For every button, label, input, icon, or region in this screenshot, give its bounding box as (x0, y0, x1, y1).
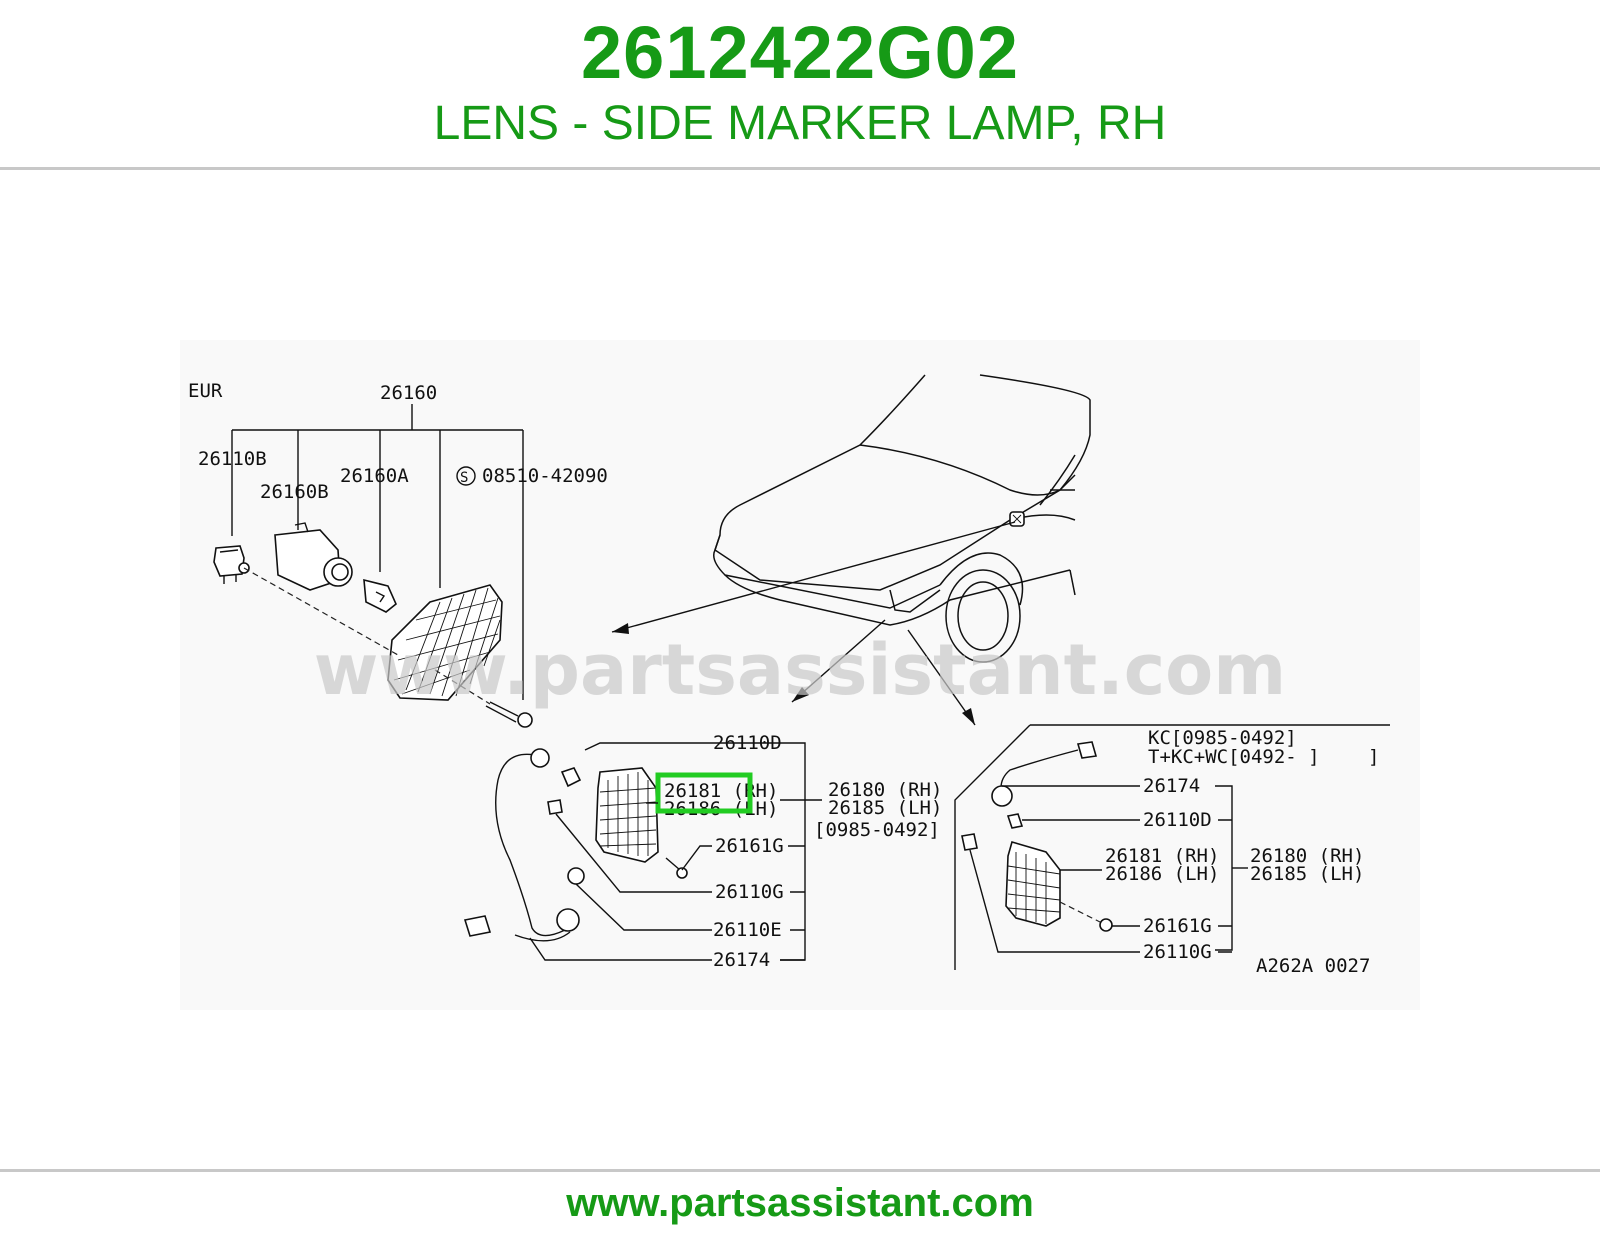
screw-symbol-circle (456, 466, 476, 486)
leader-center-26161g (681, 845, 805, 871)
arrow-head-eur (612, 623, 629, 634)
label-center-26161g: 26161G (715, 835, 784, 857)
page-header: 2612422G02 LENS - SIDE MARKER LAMP, RH (0, 0, 1600, 170)
label-center-26110d: 26110D (713, 732, 782, 754)
arrow-head-right (962, 708, 975, 725)
center-clip-26110g (547, 799, 563, 815)
parts-diagram: EUR 26160 26110B 26160B 26160A S 08510-4… (180, 340, 1420, 1010)
label-right-bracket-end: ] (1368, 746, 1379, 768)
right-socket-26110d (1006, 813, 1024, 829)
right-group: KC[0985-0492] T+KC+WC[0492- ] ] 26174 26… (954, 724, 1390, 977)
label-08510-42090: 08510-42090 (482, 465, 608, 487)
eur-socket-26110b (213, 545, 250, 584)
label-right-applicability-1: KC[0985-0492] (1148, 727, 1297, 749)
label-right-26185-lh: 26185 (LH) (1250, 863, 1364, 885)
label-center-26110g: 26110G (715, 881, 784, 903)
car-side-marker-lamp (1009, 511, 1025, 527)
label-center-26110e: 26110E (713, 919, 782, 941)
arrow-to-right-lamp (907, 629, 976, 726)
eur-lamp-lens (387, 584, 503, 701)
center-harness-26174 (463, 748, 580, 942)
label-center-26174: 26174 (713, 949, 770, 971)
label-right-26110g: 26110G (1143, 941, 1212, 963)
right-clip-26110g (961, 833, 978, 851)
leader-center-26110e (575, 883, 805, 931)
callout-arrows (611, 521, 1016, 726)
eur-screw-axis (434, 669, 491, 705)
label-right-26181-rh: 26181 (RH) (1105, 845, 1219, 867)
figure-code: A262A 0027 (1256, 955, 1370, 977)
part-number-title: 2612422G02 (581, 11, 1019, 94)
right-frame-line (954, 724, 1031, 970)
center-group: 26110D 26181 (RH) 26186 (LH) 26180 (RH) … (463, 732, 942, 971)
highlight-selected-part[interactable] (655, 772, 753, 814)
label-center-26185-lh: 26185 (LH) (828, 797, 942, 819)
parts-diagram-svg: EUR 26160 26110B 26160B 26160A S 08510-4… (180, 340, 1420, 1010)
right-lamp-lens (1005, 841, 1061, 927)
center-socket-26110d (560, 767, 585, 885)
center-lamp-lens (595, 767, 659, 863)
label-center-26180-rh: 26180 (RH) (828, 779, 942, 801)
center-screw-26161g (665, 857, 688, 879)
label-26160b: 26160B (260, 481, 329, 503)
leader-right-26110g (969, 849, 1232, 953)
eur-screw-08510-42090 (485, 701, 533, 728)
arrow-to-eur-lamp (611, 521, 1016, 633)
leader-center-26174 (529, 937, 805, 961)
label-right-applicability-2: T+KC+WC[0492- ] (1148, 746, 1320, 768)
label-26160: 26160 (380, 382, 437, 404)
label-right-26161g: 26161G (1143, 915, 1212, 937)
label-right-26186-lh: 26186 (LH) (1105, 863, 1219, 885)
footer-website-link[interactable]: www.partsassistant.com (566, 1181, 1034, 1225)
label-right-26174: 26174 (1143, 775, 1200, 797)
header-divider (0, 167, 1600, 170)
label-26160a: 26160A (340, 465, 409, 487)
label-26110b: 26110B (198, 448, 267, 470)
eur-bulb-holder-26160b (274, 522, 353, 591)
screw-symbol: S (460, 470, 468, 486)
leader-center-26110g (555, 813, 805, 893)
right-harness-26174 (991, 741, 1098, 807)
eur-group: EUR 26160 26110B 26160B 26160A S 08510-4… (188, 380, 608, 728)
eur-bulb-26160a (363, 578, 397, 613)
car-illustration (713, 374, 1091, 663)
label-center-date-range: [0985-0492] (814, 819, 940, 841)
footer-divider (0, 1169, 1600, 1172)
diagram-watermark: www.partsassistant.com (314, 629, 1286, 711)
label-right-26110d: 26110D (1143, 809, 1212, 831)
right-screw-26161g (1059, 901, 1113, 932)
region-label: EUR (188, 380, 223, 402)
arrow-to-center-lamp (791, 619, 886, 703)
eur-bracket-lines (231, 404, 524, 700)
part-name-subtitle: LENS - SIDE MARKER LAMP, RH (433, 97, 1167, 150)
arrow-head-center (792, 687, 809, 702)
label-right-26180-rh: 26180 (RH) (1250, 845, 1364, 867)
